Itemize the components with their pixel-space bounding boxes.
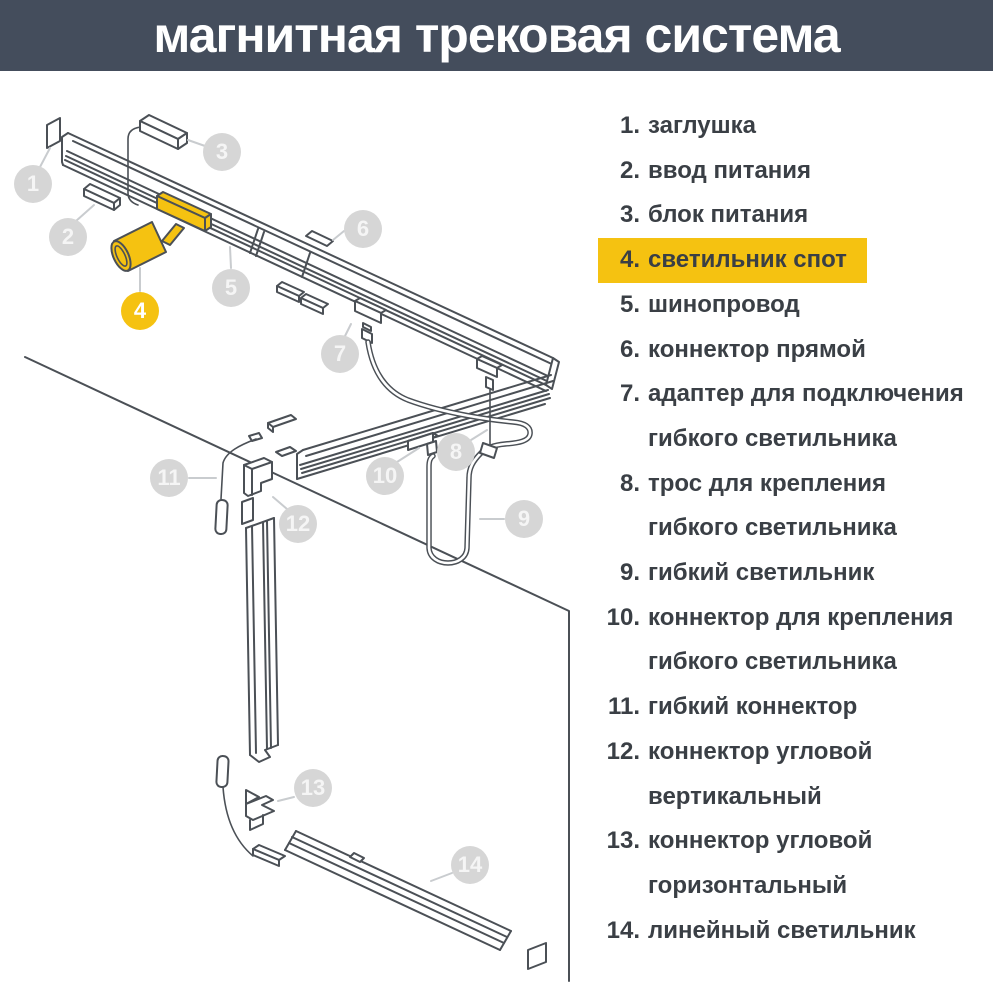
legend-item-label: линейный светильник — [648, 916, 916, 944]
legend-item: 8. трос для крепления гибкого светильник… — [598, 462, 917, 551]
legend-item-label: гибкий коннектор — [648, 693, 858, 721]
legend-item-label: заглушка — [648, 112, 756, 139]
room-edges — [25, 357, 569, 981]
power-supply-3-shape — [128, 115, 187, 205]
diagram-badge: 2 — [49, 218, 87, 256]
linear-light-14-shape — [285, 831, 546, 969]
title-bar: магнитная трековая система — [0, 0, 993, 71]
vertical-track-shape — [246, 518, 278, 762]
leader-line — [188, 140, 205, 146]
power-input-2-shape — [84, 184, 120, 210]
legend-item-number: 2. — [619, 156, 640, 184]
legend-item-label: шинопровод — [648, 290, 800, 318]
leader-line — [40, 148, 50, 167]
legend-item: 4. светильник спот — [598, 238, 867, 283]
legend-item: 1. заглушка — [598, 104, 776, 149]
legend-item-label: гибкий светильник — [648, 559, 875, 587]
diagram-badge: 13 — [294, 769, 332, 807]
diagram-badge: 9 — [505, 500, 543, 538]
leader-line — [471, 430, 487, 440]
track-5-shape — [62, 133, 559, 391]
legend-item: 12. коннектор угловой вертикальный — [598, 730, 892, 819]
legend-item: 11. гибкий коннектор — [598, 685, 877, 730]
legend-item-number: 8. — [619, 469, 640, 497]
leader-line — [278, 797, 294, 801]
track-5-second-segment — [297, 375, 553, 479]
legend-item: 14. линейный светильник — [598, 909, 936, 954]
diagram-badge: 14 — [451, 846, 489, 884]
straight-connector-6-shape — [277, 231, 333, 314]
flexible-light-9-shape — [368, 342, 530, 563]
leader-line — [273, 497, 287, 509]
leader-lines — [40, 140, 504, 881]
legend-item-number: 1. — [619, 112, 640, 139]
diagram-badge: 3 — [203, 133, 241, 171]
legend-item-number: 6. — [619, 335, 640, 363]
diagram-badge: 1 — [14, 165, 52, 203]
mount-connector-10-shape — [408, 433, 438, 455]
legend-item-label: коннектор угловой вертикальный — [648, 737, 873, 810]
legend-item-label: коннектор для крепления гибкого светильн… — [648, 603, 954, 676]
legend-item: 2. ввод питания — [598, 149, 831, 194]
legend-item-number: 4. — [619, 246, 640, 274]
diagram-badge: 6 — [344, 210, 382, 248]
leader-line — [397, 448, 419, 462]
legend-item: 3. блок питания — [598, 193, 828, 238]
legend-item-number: 9. — [619, 559, 640, 587]
legend-item-label: светильник спот — [648, 246, 847, 274]
diagram-badge: 11 — [150, 459, 188, 497]
leader-line — [431, 873, 452, 881]
legend-item-label: трос для крепления гибкого светильника — [648, 469, 897, 542]
leader-line — [333, 231, 344, 240]
legend-item-label: коннектор угловой горизонтальный — [648, 827, 873, 899]
legend-item-label: коннектор прямой — [648, 335, 866, 363]
diagram-badge: 10 — [366, 457, 404, 495]
legend-item-number: 14. — [606, 916, 640, 944]
corner-horizontal-13-shape — [216, 756, 285, 866]
legend-item-number: 7. — [619, 380, 640, 408]
cable-8-shape — [477, 356, 502, 458]
diagram-badge: 12 — [279, 505, 317, 543]
end-cap-1-shape — [47, 118, 60, 148]
legend-item: 5. шинопровод — [598, 283, 820, 328]
adapter-7-shape — [355, 298, 386, 343]
legend-item: 9. гибкий светильник — [598, 551, 894, 596]
legend-item-number: 5. — [619, 290, 640, 318]
diagram-badge: 8 — [437, 433, 475, 471]
spotlight-4-shape — [107, 192, 211, 274]
legend-item-label: адаптер для подключения гибкого светильн… — [648, 380, 964, 452]
legend-item-number: 12. — [606, 737, 640, 765]
legend-item-number: 13. — [606, 827, 640, 855]
leader-line — [230, 247, 231, 268]
legend-item: 10. коннектор для крепления гибкого свет… — [598, 596, 973, 685]
legend-item: 6. коннектор прямой — [598, 328, 886, 373]
flexible-connector-11-shape — [215, 433, 262, 534]
legend-item-label: ввод питания — [648, 156, 812, 184]
legend-item: 7. адаптер для подключения гибкого свети… — [598, 372, 984, 461]
diagram-badge: 4 — [121, 292, 159, 330]
diagram-badge: 5 — [212, 269, 250, 307]
legend-item-number: 11. — [607, 693, 640, 721]
diagram-badge: 7 — [321, 335, 359, 373]
page-title: магнитная трековая система — [153, 7, 840, 63]
legend-item-label: блок питания — [648, 201, 809, 229]
legend-item: 13. коннектор угловой горизонтальный — [598, 819, 892, 908]
legend-item-number: 10. — [606, 603, 640, 631]
leader-line — [76, 205, 94, 221]
legend-item-number: 3. — [619, 201, 640, 229]
legend: 1. заглушка 2. ввод питания 3. блок пита… — [598, 104, 998, 953]
corner-vertical-12-shape — [242, 415, 296, 524]
